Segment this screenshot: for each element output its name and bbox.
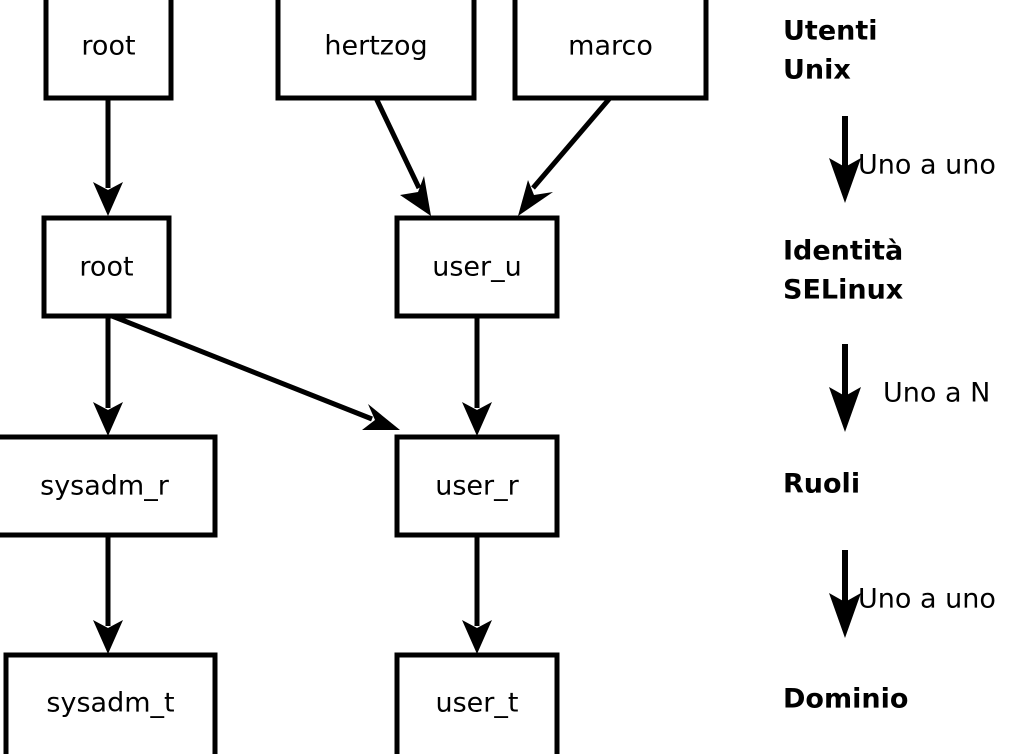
node-role-user-r[interactable]: user_r <box>394 434 560 538</box>
node-dom-user-t[interactable]: user_t <box>394 652 560 754</box>
node-label: user_t <box>436 688 519 719</box>
level-label-line1: Ruoli <box>783 469 860 500</box>
node-dom-sysadm-t[interactable]: sysadm_t <box>3 652 218 754</box>
level-utenti-unix: Utenti Unix <box>783 16 878 86</box>
relation-label: Uno a uno <box>858 584 996 615</box>
node-label: root <box>79 252 133 283</box>
relation-label: Uno a uno <box>858 150 996 181</box>
edge-user-u-to-user-r <box>462 316 492 436</box>
level-dominio: Dominio <box>783 684 908 715</box>
edge-user-r-to-user-t <box>462 535 492 654</box>
edge-unix-root-to-id-root <box>93 98 123 216</box>
node-unix-root[interactable]: root <box>43 0 174 101</box>
node-unix-hertzog[interactable]: hertzog <box>275 0 477 101</box>
relation-utenti-identita: Uno a uno <box>829 116 996 203</box>
level-label-line1: Identità <box>783 236 903 267</box>
level-label-line2: SELinux <box>783 275 903 306</box>
node-label: marco <box>568 31 653 62</box>
relation-label: Uno a N <box>883 378 990 409</box>
node-label: user_u <box>432 252 522 283</box>
node-role-sysadm-r[interactable]: sysadm_r <box>0 434 218 538</box>
node-label: root <box>81 31 135 62</box>
edge-id-root-to-sysadm-r <box>93 316 123 436</box>
edge-sysadm-r-to-sysadm-t <box>93 535 123 654</box>
legend-column: Utenti Unix Uno a uno Identità SELinux U… <box>783 16 996 715</box>
node-unix-marco[interactable]: marco <box>512 0 709 101</box>
relation-ruoli-dominio: Uno a uno <box>829 550 996 638</box>
node-label: sysadm_r <box>40 471 170 502</box>
node-id-user-u[interactable]: user_u <box>394 215 560 319</box>
edge-marco-to-user-u <box>518 96 612 216</box>
level-label-line1: Utenti <box>783 16 878 47</box>
node-id-root[interactable]: root <box>41 215 172 319</box>
edge-hertzog-to-user-u <box>373 96 431 216</box>
node-label: hertzog <box>324 31 427 62</box>
node-label: sysadm_t <box>46 688 174 719</box>
level-identita-selinux: Identità SELinux <box>783 236 903 306</box>
edge-id-root-to-user-r <box>111 313 400 430</box>
relation-identita-ruoli: Uno a N <box>829 344 990 432</box>
level-label-line1: Dominio <box>783 684 908 715</box>
level-label-line2: Unix <box>783 55 851 86</box>
level-ruoli: Ruoli <box>783 469 860 500</box>
node-label: user_r <box>435 471 519 502</box>
